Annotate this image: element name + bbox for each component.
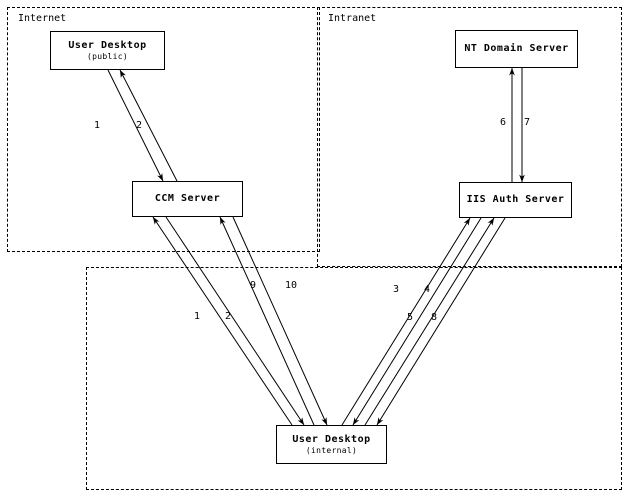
connector-e2	[119, 69, 178, 182]
edge-label-e1: 1	[94, 120, 101, 131]
node-title-iis-auth-server: IIS Auth Server	[466, 194, 565, 205]
node-iis-auth-server[interactable]: IIS Auth Server	[459, 182, 572, 218]
connector-e10	[232, 216, 328, 426]
edge-label-e6: 6	[500, 117, 507, 128]
node-ccm-server[interactable]: CCM Server	[132, 181, 243, 217]
node-nt-domain-server[interactable]: NT Domain Server	[455, 30, 578, 68]
connector-e3	[341, 217, 471, 426]
edge-label-e5: 5	[407, 312, 414, 323]
connector-e4	[352, 217, 482, 426]
edge-label-e9: 9	[250, 280, 257, 291]
zone-label-intranet: Intranet	[328, 13, 377, 24]
node-title-ccm-server: CCM Server	[154, 193, 221, 204]
edge-label-e4: 4	[424, 284, 431, 295]
edge-label-e3: 3	[393, 284, 400, 295]
connector-e2b	[165, 216, 305, 426]
node-subtitle-user-desktop-public: (public)	[87, 51, 128, 61]
edge-label-e1b: 1	[194, 311, 201, 322]
node-user-desktop-public[interactable]: User Desktop(public)	[50, 31, 165, 70]
connector-e8	[376, 217, 506, 426]
edge-label-e8: 8	[431, 312, 438, 323]
edge-label-e10: 10	[285, 280, 298, 291]
connector-e1	[107, 69, 164, 182]
connector-e1b	[152, 216, 293, 426]
zone-lower-zone	[86, 267, 622, 490]
node-title-nt-domain-server: NT Domain Server	[464, 43, 569, 54]
edge-label-e2: 2	[136, 120, 143, 131]
node-title-user-desktop-public: User Desktop	[68, 39, 147, 51]
edge-label-e2b: 2	[225, 311, 232, 322]
connector-e5	[364, 217, 495, 426]
zone-intranet	[317, 7, 622, 267]
node-title-user-desktop-internal: User Desktop	[292, 433, 371, 445]
node-subtitle-user-desktop-internal: (internal)	[305, 445, 358, 455]
node-user-desktop-internal[interactable]: User Desktop(internal)	[276, 425, 387, 464]
connector-e9	[219, 216, 315, 426]
zone-label-internet: Internet	[18, 13, 67, 24]
edge-label-e7: 7	[524, 117, 531, 128]
zone-internet	[7, 7, 320, 252]
